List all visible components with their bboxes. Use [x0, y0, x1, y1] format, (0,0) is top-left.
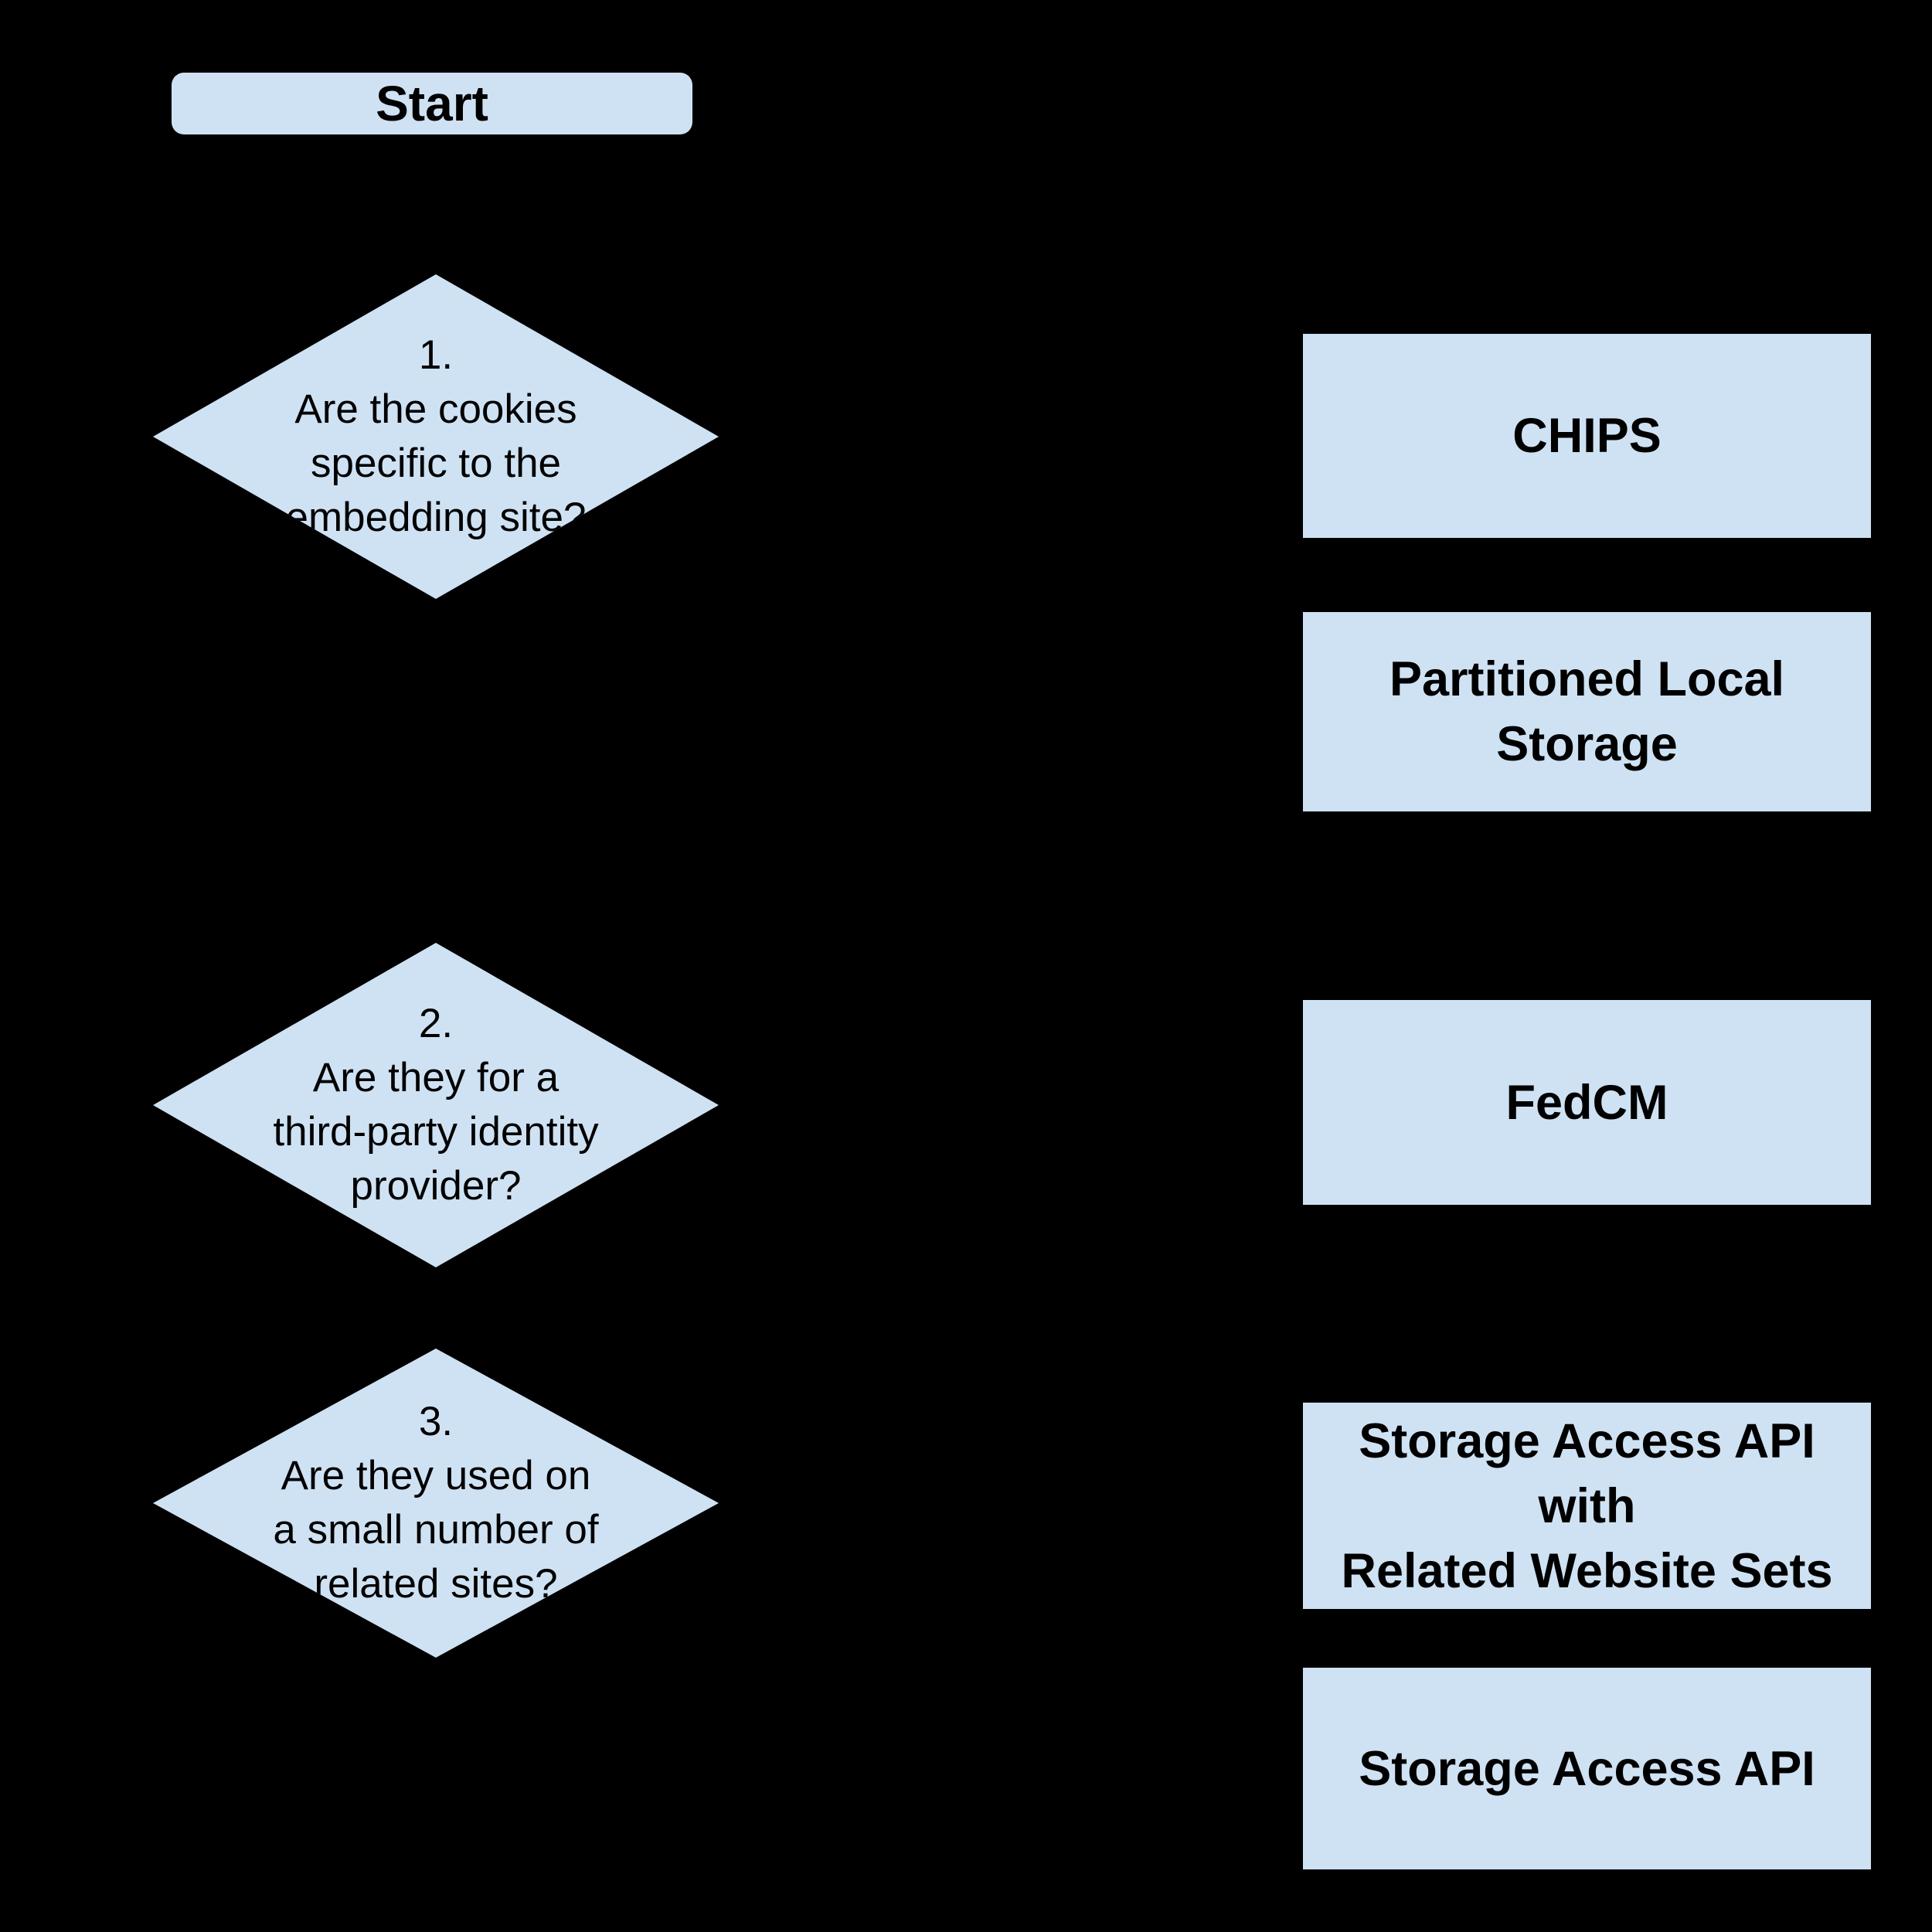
outcome-storage-access-api-label: Storage Access API [1359, 1741, 1815, 1796]
decision-2-number: 2. [418, 1001, 454, 1046]
outcome-storage-access-api-with-related-website-sets-box: Storage Access API with Related Website … [1303, 1403, 1871, 1609]
outcome-partitioned-local-storage-box: Partitioned Local Storage [1303, 612, 1871, 811]
outcome-fedcm-box: FedCM [1303, 1000, 1871, 1205]
start-node: Start [172, 73, 692, 134]
decision-1-text-line: embedding site? [285, 495, 587, 540]
outcome-partitioned-local-storage-label-line: Partitioned Local [1389, 652, 1785, 706]
decision-1-diamond: 1. Are the cookies specific to the embed… [153, 274, 719, 599]
outcome-storage-access-api-box: Storage Access API [1303, 1668, 1871, 1869]
outcome-fedcm-label: FedCM [1505, 1075, 1668, 1130]
outcome-partitioned-local-storage-label-line: Storage [1496, 717, 1678, 771]
outcome-chips-box: CHIPS [1303, 334, 1871, 538]
outcome-saa-rws-label-line: with [1538, 1478, 1636, 1533]
outcome-chips-label: CHIPS [1512, 409, 1662, 463]
decision-1-number: 1. [418, 332, 454, 378]
decision-2-text-line: third-party identity [273, 1109, 599, 1155]
decision-3-diamond: 3. Are they used on a small number of re… [153, 1349, 719, 1658]
outcome-saa-rws-label-line: Related Website Sets [1341, 1543, 1833, 1598]
decision-3-number: 3. [418, 1399, 454, 1444]
decision-3-text-line: a small number of [273, 1507, 599, 1553]
outcome-saa-rws-label-line: Storage Access API [1359, 1413, 1815, 1468]
decision-3-text-line: Are they used on [281, 1453, 591, 1498]
decision-2-text-line: Are they for a [312, 1055, 560, 1100]
decision-3-text-line: related sites? [314, 1561, 558, 1607]
decision-1-text-line: Are the cookies [294, 386, 577, 432]
start-node-label: Start [376, 76, 488, 131]
decision-2-text-line: provider? [350, 1163, 522, 1209]
decision-1-text-line: specific to the [310, 440, 562, 486]
decision-2-diamond: 2. Are they for a third-party identity p… [153, 943, 719, 1267]
